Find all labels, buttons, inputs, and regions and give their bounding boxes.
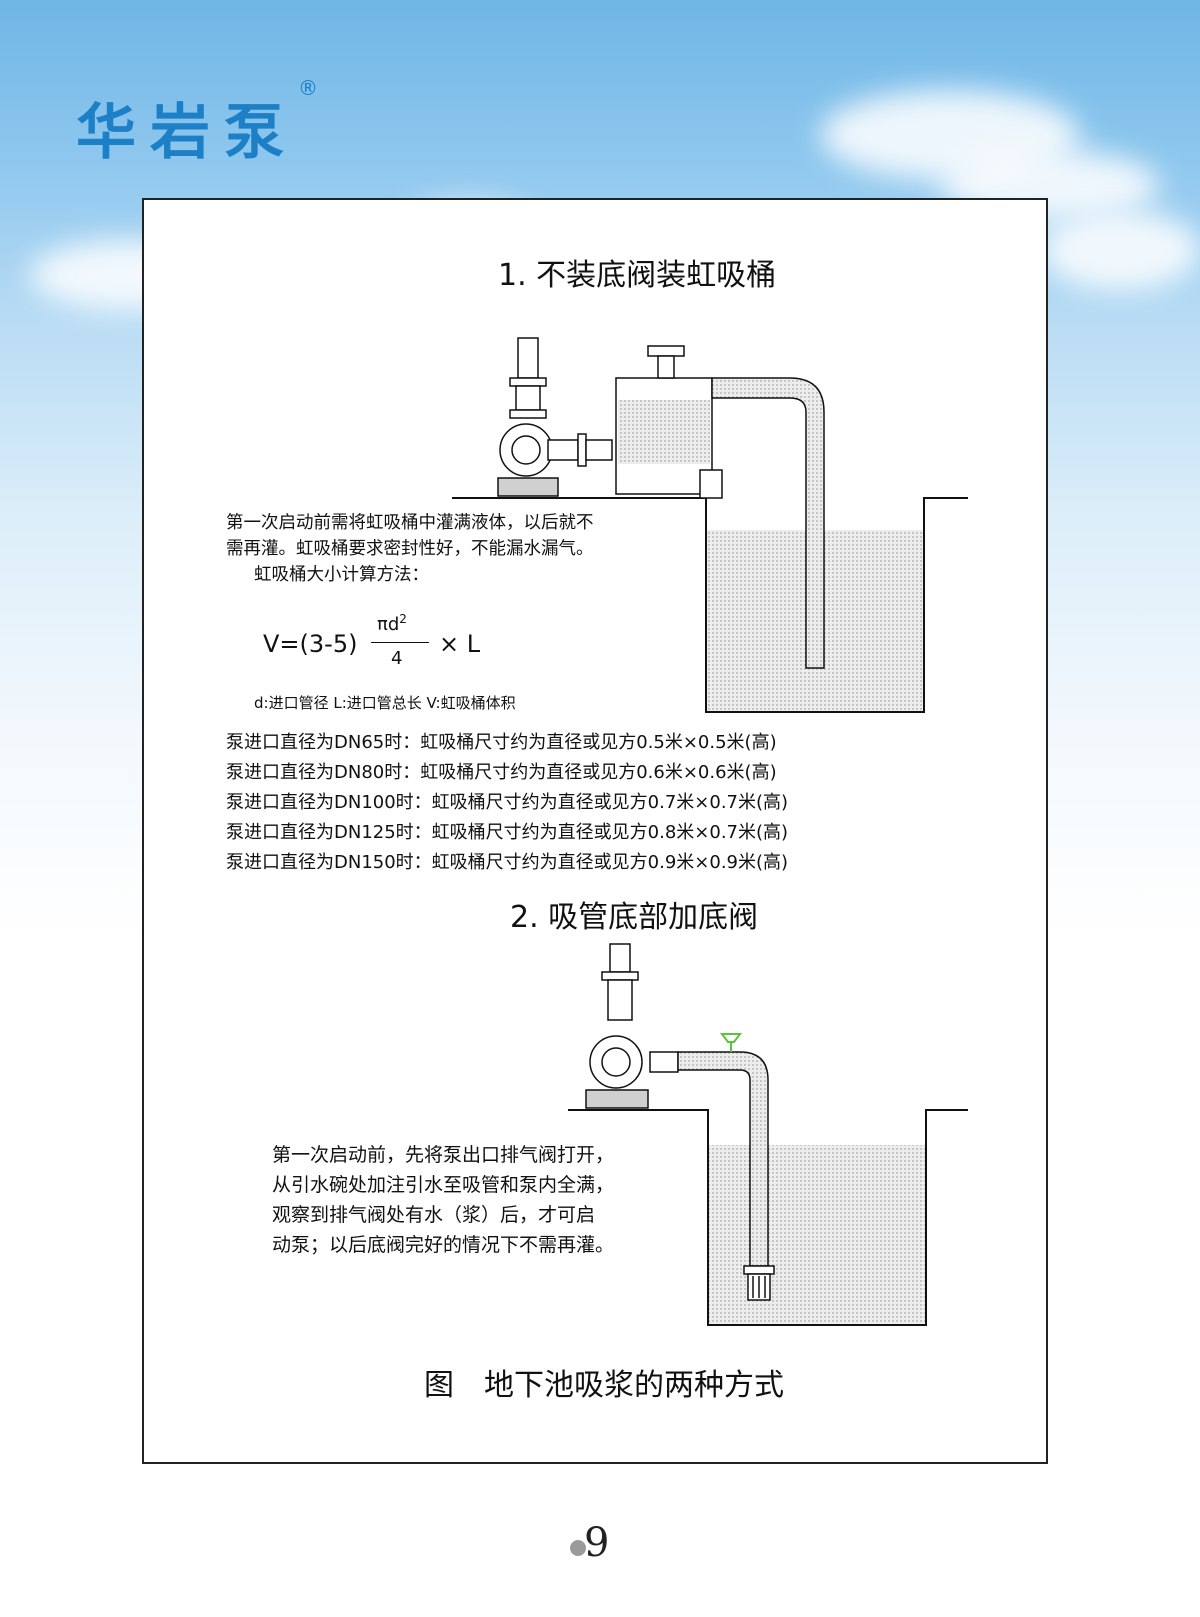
section2-note-line: 第一次启动前，先将泵出口排气阀打开， — [272, 1144, 615, 1166]
section1-note-line: 第一次启动前需将虹吸桶中灌满液体，以后就不 — [226, 513, 594, 533]
formula-fraction-bar — [371, 642, 429, 643]
section2-note: 第一次启动前，先将泵出口排气阀打开， 从引水碗处加注引水至吸管和泵内全满， 观察… — [272, 1140, 614, 1260]
formula-exponent: 2 — [399, 612, 407, 626]
brand-logo: 华岩泵 — [76, 98, 298, 168]
tank-size-item: 泵进口直径为DN65时：虹吸桶尺寸约为直径或见方0.5米×0.5米(高) — [226, 732, 777, 753]
formula-numerator: πd2 — [377, 612, 407, 635]
section1-title: 1. 不装底阀装虹吸桶 — [498, 258, 777, 293]
formula-rhs: × L — [439, 630, 481, 658]
page-number: 9 — [584, 1520, 610, 1566]
tank-size-list: 泵进口直径为DN65时：虹吸桶尺寸约为直径或见方0.5米×0.5米(高) 泵进口… — [226, 728, 788, 878]
tank-size-item: 泵进口直径为DN150时：虹吸桶尺寸约为直径或见方0.9米×0.9米(高) — [226, 852, 789, 873]
section2-title: 2. 吸管底部加底阀 — [510, 900, 759, 935]
tank-size-item: 泵进口直径为DN80时：虹吸桶尺寸约为直径或见方0.6米×0.6米(高) — [226, 762, 777, 783]
caption-label: 图 — [424, 1368, 454, 1403]
tank-size-item: 泵进口直径为DN100时：虹吸桶尺寸约为直径或见方0.7米×0.7米(高) — [226, 792, 789, 813]
figure-caption: 图地下池吸浆的两种方式 — [424, 1360, 784, 1404]
formula-numerator-text: πd — [377, 614, 400, 635]
siphon-formula: V=(3-5) πd2 4 × L — [263, 612, 503, 672]
section2-note-line: 观察到排气阀处有水（浆）后，才可启 — [272, 1204, 596, 1226]
page-dot — [570, 1540, 586, 1556]
caption-text: 地下池吸浆的两种方式 — [484, 1368, 784, 1403]
formula-legend: d:进口管径 L:进口管总长 V:虹吸桶体积 — [254, 694, 516, 712]
section1-note: 第一次启动前需将虹吸桶中灌满液体，以后就不 需再灌。虹吸桶要求密封性好，不能漏水… — [226, 510, 594, 588]
registered-mark: ® — [298, 76, 318, 100]
section2-note-line: 从引水碗处加注引水至吸管和泵内全满， — [272, 1174, 615, 1196]
tank-size-item: 泵进口直径为DN125时：虹吸桶尺寸约为直径或见方0.8米×0.7米(高) — [226, 822, 789, 843]
formula-lhs: V=(3-5) — [263, 630, 358, 658]
section1-note-line: 需再灌。虹吸桶要求密封性好，不能漏水漏气。 — [226, 539, 594, 559]
section1-note-line: 虹吸桶大小计算方法： — [254, 565, 429, 585]
formula-denominator: 4 — [391, 648, 403, 669]
section2-note-line: 动泵；以后底阀完好的情况下不需再灌。 — [272, 1234, 615, 1256]
